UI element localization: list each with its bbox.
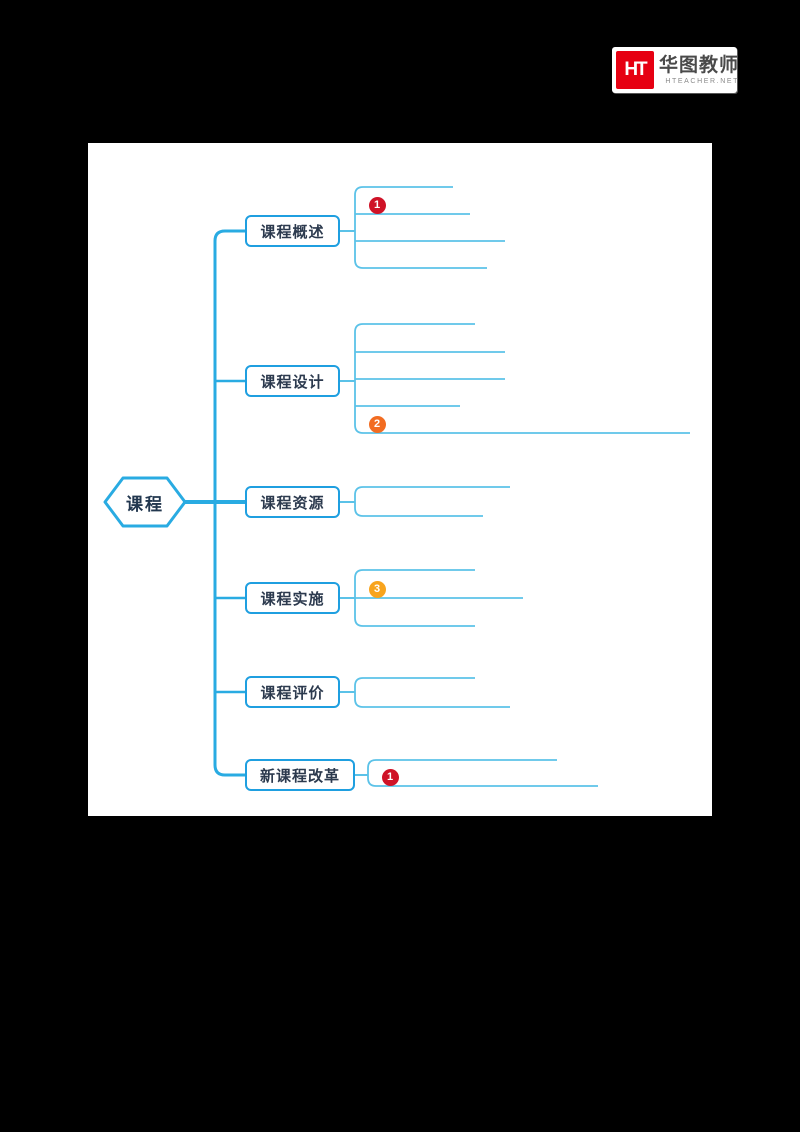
branch-node: 课程资源 [245, 486, 340, 518]
child-trunk-line [354, 486, 364, 517]
huatu-logo-mark-icon: HT [616, 51, 654, 89]
branch-node-label: 课程实施 [260, 590, 325, 608]
logo-text: 华图教师 HTEACHER.NET [659, 55, 739, 85]
branch-node-label: 课程评价 [260, 684, 325, 702]
branch-node: 课程评价 [245, 676, 340, 708]
mindmap-connectors [103, 186, 690, 787]
branch-node: 课程概述 [245, 215, 340, 247]
number-badge: 3 [368, 580, 386, 598]
branch-node-label: 课程设计 [260, 373, 325, 391]
branch-node-label: 课程概述 [260, 223, 325, 241]
child-trunk-line [354, 186, 364, 269]
child-trunk-line [354, 677, 364, 708]
number-badge: 1 [381, 768, 399, 786]
branch-node: 课程实施 [245, 582, 340, 614]
logo-monogram: HT [624, 59, 647, 80]
child-trunk-line [367, 759, 377, 787]
number-badge: 1 [368, 196, 386, 214]
root-node-label: 课程 [126, 494, 164, 514]
logo-site-url: HTEACHER.NET [665, 78, 740, 85]
branch-node-label: 课程资源 [260, 494, 325, 512]
number-badge: 2 [368, 415, 386, 433]
mindmap-canvas: 课程 1 课程概述 2 课程设计课程资源 3 课程实施课程评价 1 新课程改革 [88, 143, 712, 816]
branch-node: 课程设计 [245, 365, 340, 397]
logo-brand-name: 华图教师 [659, 55, 740, 76]
branch-node-label: 新课程改革 [259, 767, 340, 785]
branch-node: 新课程改革 [245, 759, 355, 791]
huatu-logo: HT 华图教师 HTEACHER.NET [612, 47, 739, 93]
